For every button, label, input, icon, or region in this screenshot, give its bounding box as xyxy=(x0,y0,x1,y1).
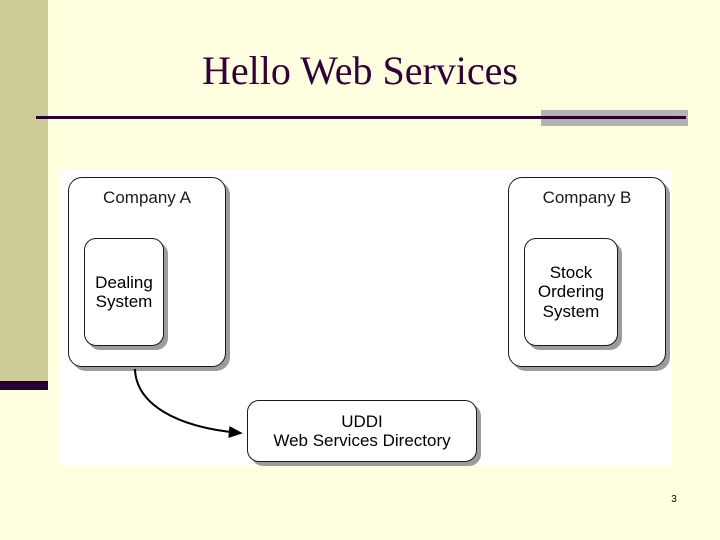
stock-ordering-system-box[interactable]: Stock Ordering System xyxy=(524,238,618,346)
title-divider-rule xyxy=(36,116,686,119)
sidebar-decorative-band xyxy=(0,0,48,381)
connector-arrow-company-a-to-uddi xyxy=(134,368,243,438)
uddi-subtitle-label: Web Services Directory xyxy=(273,431,451,450)
page-number: 3 xyxy=(671,494,677,505)
sidebar-footer-bar xyxy=(0,381,48,390)
uddi-title-label: UDDI xyxy=(341,411,383,431)
company-b-label: Company B xyxy=(542,188,632,207)
uddi-directory-box[interactable]: UDDI Web Services Directory xyxy=(247,400,477,462)
stock-ordering-system-label: Stock Ordering System xyxy=(537,263,605,321)
company-a-label: Company A xyxy=(103,188,191,207)
connector-path xyxy=(134,368,243,438)
dealing-system-label: Dealing System xyxy=(95,272,153,311)
dealing-system-box[interactable]: Dealing System xyxy=(84,238,164,346)
page-title: Hello Web Services xyxy=(202,48,518,93)
